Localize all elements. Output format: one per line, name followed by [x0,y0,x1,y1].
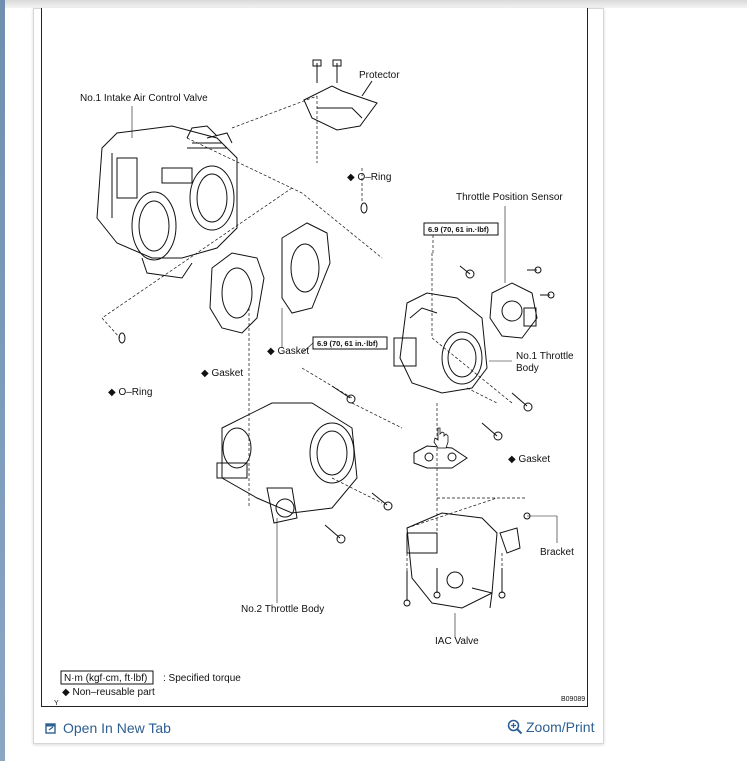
legend-unit-desc: : Specified torque [163,673,241,684]
label-throttle-body-1-line1: No.1 Throttle [516,351,574,362]
legend-nonreusable: ◆ Non–reusable part [62,687,155,698]
open-in-new-tab-label: Open In New Tab [63,720,171,736]
label-throttle-position-sensor: Throttle Position Sensor [456,192,563,203]
throttle-body-1 [393,292,488,394]
label-gasket-left: ◆ Gasket [201,368,243,379]
top-shadow [5,0,747,8]
intake-air-control-valve [96,125,238,279]
label-bracket: Bracket [540,547,574,558]
label-o-ring-top: ◆ O–Ring [347,172,391,183]
zoom-print-link[interactable]: Zoom/Print [507,717,594,737]
torque-box-1 [423,222,499,236]
gasket-mid [281,222,331,314]
corner-mark: Y [54,700,59,706]
exploded-parts-diagram: Protector No.1 Intake Air Control Valve … [54,59,585,706]
gasket-right [413,445,468,469]
legend-unit-text: N·m (kgf·cm, ft·lbf) [64,673,147,684]
gasket-left [209,252,265,334]
label-torque-1: 6.9 (70, 61 in.·lbf) [428,225,489,234]
label-throttle-body-2: No.2 Throttle Body [241,604,324,615]
diagram-frame: Protector No.1 Intake Air Control Valve … [41,8,588,707]
iac-valve [406,512,498,609]
o-ring-left [118,332,126,344]
label-torque-2: 6.9 (70, 61 in.·lbf) [317,339,378,348]
bracket-part [499,527,521,554]
label-gasket-mid: ◆ Gasket [267,346,309,357]
label-o-ring-left: ◆ O–Ring [108,387,152,398]
label-gasket-right: ◆ Gasket [508,454,550,465]
hand-cursor-icon [433,427,449,449]
open-new-tab-icon [45,723,56,734]
label-intake-air-control-valve: No.1 Intake Air Control Valve [80,93,208,104]
zoom-print-label: Zoom/Print [526,719,595,735]
label-throttle-body-1-line2: Body [516,363,539,374]
protector-part [303,59,378,131]
bolts [324,265,555,607]
throttle-body-2 [216,402,358,524]
label-iac-valve: IAC Valve [435,636,479,647]
o-ring-top [360,202,368,214]
left-window-edge [0,0,5,761]
figure-code: B09089 [561,696,585,703]
open-in-new-tab-link[interactable]: Open In New Tab [45,719,171,737]
magnifier-plus-icon [507,719,523,735]
legend-unit-box [60,670,154,685]
label-protector: Protector [359,70,400,81]
throttle-position-sensor [489,282,538,339]
